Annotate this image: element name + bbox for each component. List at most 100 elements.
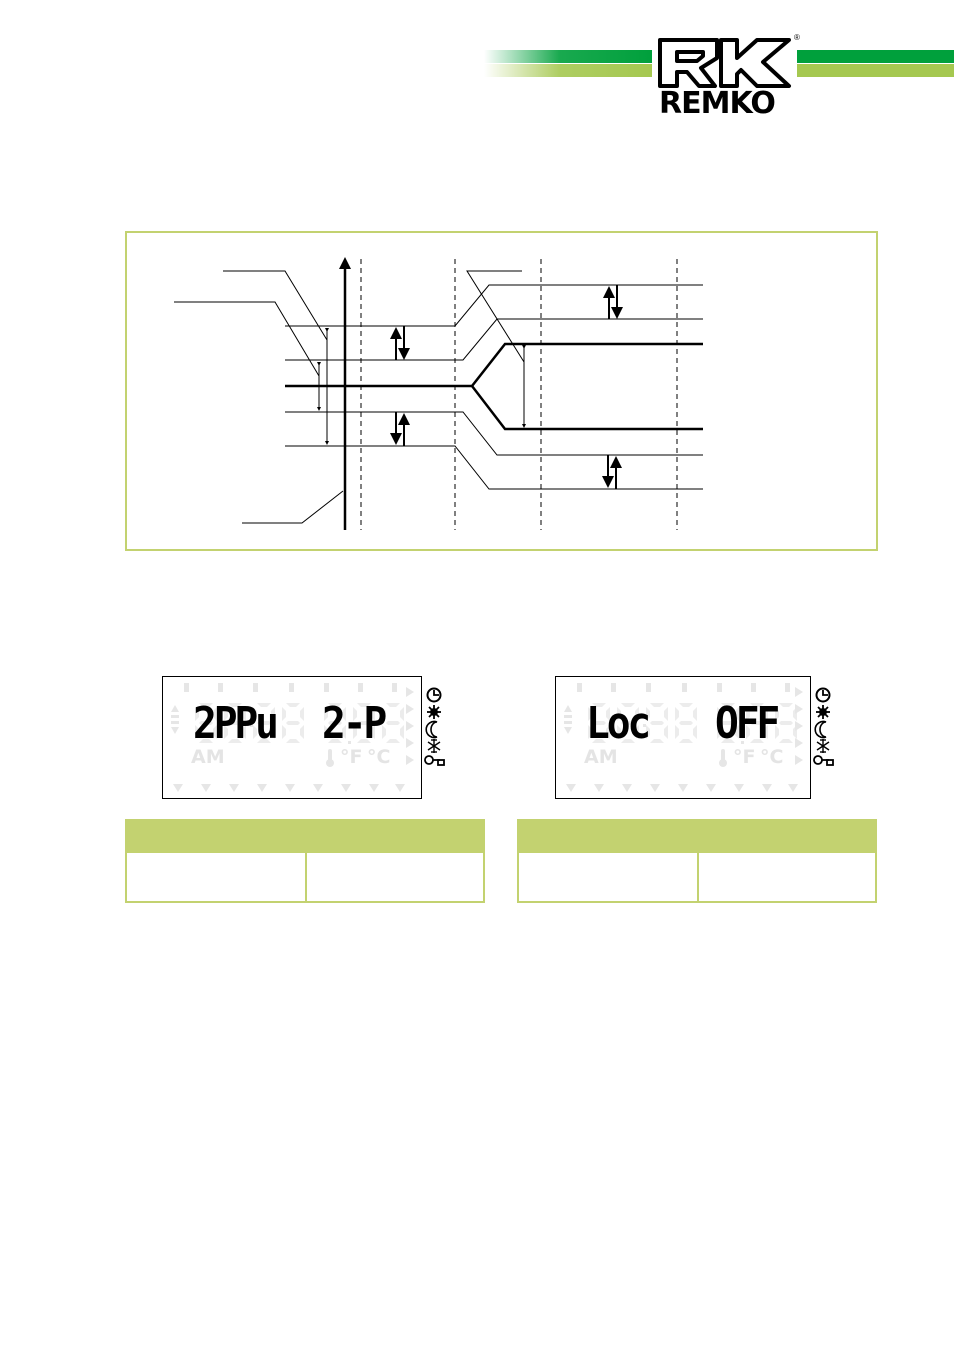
lcd-segment — [228, 703, 242, 707]
lcd-segment — [775, 707, 779, 721]
lcd-segment — [400, 707, 404, 721]
lcd-tick — [253, 683, 258, 692]
lcd-digit-ghost — [324, 703, 346, 743]
lcd-segment — [353, 725, 357, 739]
thermometer-icon — [721, 749, 725, 761]
table-header-cell — [125, 819, 307, 853]
lcd-tick — [358, 683, 363, 692]
lcd-display-left: 2PPu 2-P AM °F °C — [162, 676, 447, 802]
lcd-down-marker-icon — [201, 784, 211, 792]
lcd-unit-c: °C — [760, 746, 784, 768]
lcd-segment — [282, 707, 286, 721]
lcd-right-arrow-icon — [795, 755, 803, 765]
lcd-right-arrow-icon — [795, 738, 803, 748]
lcd-down-marker-icon — [229, 784, 239, 792]
sun-icon — [816, 705, 830, 719]
thermometer-bulb — [719, 759, 727, 767]
lcd-segment — [750, 739, 764, 743]
lcd-digit-ghost — [353, 703, 375, 743]
switching-diagram — [125, 231, 878, 551]
lcd-colon — [643, 714, 646, 717]
lcd-tick — [324, 683, 329, 692]
lcd-segment — [621, 703, 635, 707]
lcd-segment — [328, 721, 342, 725]
table-header-cell — [517, 819, 699, 853]
lcd-segment — [382, 707, 386, 721]
lcd-digit-ghost — [717, 703, 739, 743]
lcd-segment — [213, 707, 217, 721]
lcd-colon — [250, 714, 253, 717]
table-cell — [697, 851, 877, 903]
lcd-tick — [184, 683, 189, 692]
lcd-segment — [592, 721, 606, 725]
lcd-unit-f: °F — [340, 746, 363, 768]
lcd-right-arrow-icon — [795, 721, 803, 731]
lcd-down-marker-icon — [706, 784, 716, 792]
lcd-segment — [253, 725, 257, 739]
lcd-segment — [679, 703, 693, 707]
lcd-segment — [592, 739, 606, 743]
lcd-up-arrow-icon — [564, 705, 572, 712]
table-row — [517, 851, 877, 903]
lcd-right-arrow-icon — [795, 704, 803, 714]
lcd-segment — [664, 725, 668, 739]
leader-line — [223, 270, 328, 341]
parameter-table-right — [517, 819, 877, 903]
lcd-segment — [779, 703, 793, 707]
mode-icons — [424, 687, 445, 766]
lcd-segment — [675, 707, 679, 721]
brand-bar-left-light — [484, 64, 652, 77]
lcd-down-marker-icon — [313, 784, 323, 792]
lcd-segment — [228, 739, 242, 743]
lower-inner-band — [285, 411, 703, 456]
lcd-segment — [253, 707, 257, 721]
lcd-segment — [650, 703, 664, 707]
lcd-segment — [617, 725, 621, 739]
lcd-segment — [764, 725, 768, 739]
lcd-segment — [664, 707, 668, 721]
lcd-tick — [682, 683, 687, 692]
table-row — [125, 851, 485, 903]
table-header-cell — [305, 819, 485, 853]
lcd-segment — [635, 725, 639, 739]
thermometer-icon — [328, 749, 332, 761]
lcd-right-arrow-icon — [406, 738, 414, 748]
lcd-segment — [213, 725, 217, 739]
lcd-segment — [300, 707, 304, 721]
lcd-segment — [679, 739, 693, 743]
lower-setpoint-line — [471, 385, 703, 431]
table-cell — [517, 851, 699, 903]
switching-diagram-svg — [174, 257, 703, 530]
table-cell — [125, 851, 307, 903]
lcd-digit-ghost — [195, 703, 217, 743]
lcd-screen — [564, 683, 803, 792]
lcd-digit-ghost — [382, 703, 404, 743]
clock-icon — [815, 687, 831, 703]
lcd-segment — [650, 721, 664, 725]
lcd-right-arrow-icon — [406, 687, 414, 697]
moon-icon — [425, 720, 438, 739]
brand-name: REMKO — [659, 86, 776, 121]
lcd-segment — [717, 707, 721, 721]
lcd-segment — [746, 707, 750, 721]
lcd-down-arrow-icon — [564, 727, 572, 734]
lcd-down-marker-icon — [566, 784, 576, 792]
lcd-right-arrow-icon — [406, 704, 414, 714]
leader-line — [174, 301, 320, 377]
lcd-segment — [286, 721, 300, 725]
lcd-digit-ghost — [617, 703, 639, 743]
lcd-segment — [779, 739, 793, 743]
key-icon — [813, 755, 834, 766]
brand-bar-right-light — [792, 64, 954, 77]
lcd-segment — [721, 739, 735, 743]
lcd-unit-f: °F — [733, 746, 756, 768]
lcd-segment — [382, 725, 386, 739]
lcd-down-arrow-icon — [171, 727, 179, 734]
lcd-down-marker-icon — [395, 784, 405, 792]
lcd-segment — [324, 707, 328, 721]
lcd-digit-ghost — [588, 703, 610, 743]
lcd-down-marker-icon — [341, 784, 351, 792]
lcd-segment — [257, 703, 271, 707]
thermometer-bulb — [326, 759, 334, 767]
lcd-digit-ghost — [282, 703, 304, 743]
